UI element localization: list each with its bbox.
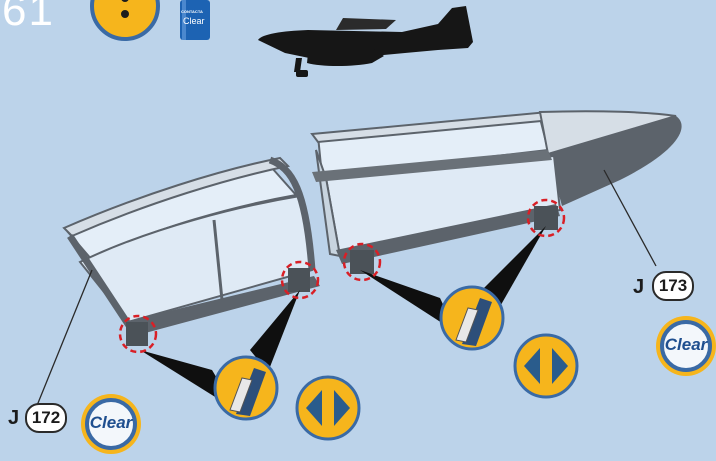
clear-badge-label: Clear [76, 413, 146, 433]
canopy-frame-right [312, 111, 682, 274]
fit-arrows-icon [515, 335, 577, 397]
step-number: 61 [2, 0, 55, 36]
leader-line-173 [604, 170, 656, 266]
part-prefix: J [8, 407, 19, 430]
aircraft-silhouette-icon [258, 6, 473, 77]
leader-line-172 [36, 270, 92, 408]
clear-badge-label: Clear [651, 335, 716, 355]
cut-knife-icon [441, 287, 503, 349]
fit-arrows-icon [297, 377, 359, 439]
tube-brand: CONTACTA [181, 9, 203, 14]
part-number-badge: 173 [652, 271, 694, 301]
tube-label: Clear [183, 16, 205, 26]
part-prefix: J [633, 276, 644, 299]
cut-knife-icon [215, 357, 277, 419]
part-number-badge: 172 [25, 403, 67, 433]
paint-pot-icon [92, 0, 158, 39]
